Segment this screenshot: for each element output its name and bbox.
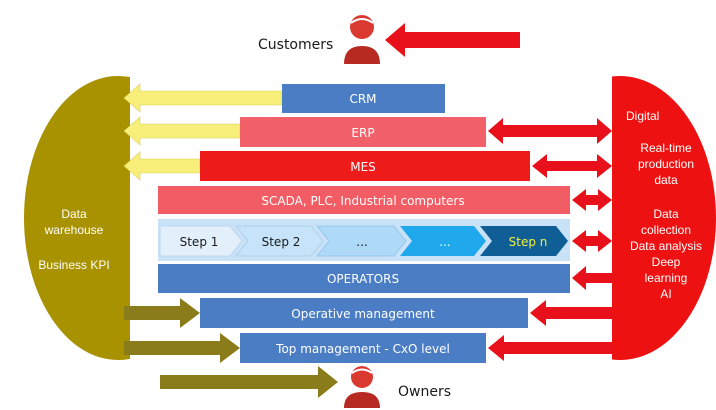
crm-layer <box>282 84 445 113</box>
scada-layer <box>158 186 570 214</box>
step-1-label: Step 1 <box>180 235 219 249</box>
step-n-label: Step n <box>509 235 548 249</box>
digital-panel: Digital Real-time production data Data c… <box>612 76 716 360</box>
process-step-3 <box>316 225 407 257</box>
mes-yellow-arrow <box>123 151 201 181</box>
scada-double-arrow <box>572 189 612 211</box>
customers-group: Customers <box>258 15 520 64</box>
panel-label-business-kpi: Business KPI <box>38 258 109 272</box>
erp-label: ERP <box>351 126 374 140</box>
process-step-4 <box>400 226 486 256</box>
operative-input-arrow <box>530 300 612 326</box>
step-4-label: ... <box>439 235 450 249</box>
steps-double-arrow <box>572 230 612 252</box>
top-management-layer <box>240 333 486 363</box>
mes-layer <box>200 151 530 181</box>
erp-double-arrow <box>488 118 612 144</box>
process-step-1 <box>159 225 243 257</box>
operative-management-label: Operative management <box>291 307 435 321</box>
process-step-2 <box>235 225 324 257</box>
operative-olive-arrow <box>124 298 200 328</box>
step-2-label: Step 2 <box>262 235 301 249</box>
operators-label: OPERATORS <box>327 272 399 286</box>
scada-label: SCADA, PLC, Industrial computers <box>261 194 464 208</box>
customer-person-icon <box>344 15 380 64</box>
panel-label-digital: Digital <box>626 109 659 123</box>
panel-label-data: data <box>654 173 678 187</box>
mes-double-arrow <box>532 154 612 178</box>
crm-label: CRM <box>349 92 376 106</box>
top-management-label: Top management - CxO level <box>275 342 450 356</box>
customer-input-arrow <box>385 23 520 57</box>
panel-label-data-analysis: Data analysis <box>630 239 702 253</box>
erp-layer <box>240 117 486 147</box>
panel-label-ai: AI <box>660 287 671 301</box>
panel-label-deep: Deep <box>652 255 681 269</box>
owner-person-icon <box>344 366 380 408</box>
step-3-label: ... <box>356 235 367 249</box>
mes-label: MES <box>350 160 376 174</box>
operative-management-layer <box>200 298 528 328</box>
panel-label-collection: collection <box>641 223 691 237</box>
owners-label: Owners <box>398 384 451 400</box>
owners-group: Owners <box>160 366 451 408</box>
panel-label-learning: learning <box>645 271 688 285</box>
top-mgmt-olive-arrow <box>124 333 240 363</box>
panel-label-warehouse: warehouse <box>44 223 104 237</box>
crm-yellow-arrow <box>123 83 283 113</box>
owners-output-arrow <box>160 366 338 398</box>
customers-label: Customers <box>258 37 333 53</box>
panel-label-data-2: Data <box>653 207 679 221</box>
panel-label-data: Data <box>61 207 87 221</box>
operators-input-arrow <box>572 266 612 290</box>
top-mgmt-input-arrow <box>488 335 612 361</box>
operators-layer <box>158 264 570 293</box>
panel-label-production: production <box>638 157 694 171</box>
process-step-n <box>480 226 568 256</box>
erp-yellow-arrow <box>123 116 241 146</box>
data-warehouse-panel: Data warehouse Business KPI <box>24 76 130 360</box>
panel-label-real-time: Real-time <box>640 141 692 155</box>
